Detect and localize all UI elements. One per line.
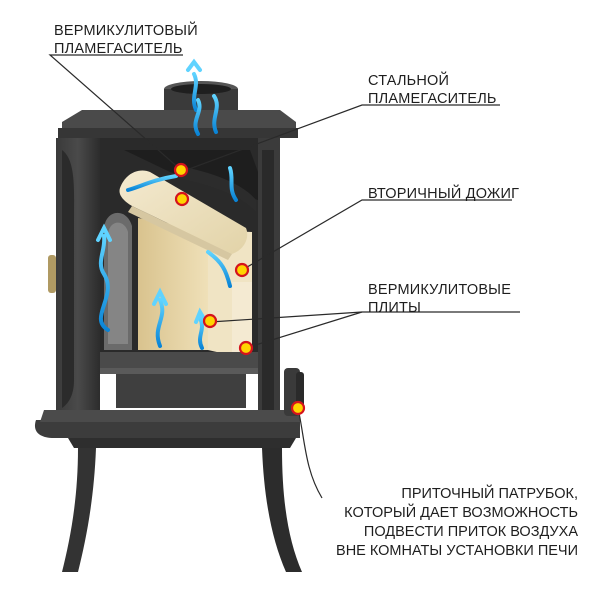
marker-plates-2 [238, 340, 254, 356]
caption-line: ПОДВЕСТИ ПРИТОК ВОЗДУХА [363, 524, 578, 540]
label-line: ВЕРМИКУЛИТОВЫЙ [54, 23, 198, 39]
marker-plates-1 [202, 313, 218, 329]
vermiculite-baffle [119, 170, 248, 260]
caption-line: ПРИТОЧНЫЙ ПАТРУБОК, [401, 486, 578, 502]
label-line: ВЕРМИКУЛИТОВЫЕ [368, 282, 512, 298]
stove-side-panel [48, 138, 100, 420]
caption-line: ВНЕ КОМНАТЫ УСТАНОВКИ ПЕЧИ [336, 543, 578, 559]
caption-line: КОТОРЫЙ ДАЕТ ВОЗМОЖНОСТЬ [344, 505, 578, 521]
stove-right-wall [258, 138, 280, 420]
marker-air-inlet [290, 400, 306, 416]
stove-base [34, 410, 302, 572]
steel-baffle [124, 150, 258, 212]
marker-vermiculite-arrester-2 [174, 191, 190, 207]
label-line: ПЛАМЕГАСИТЕЛЬ [368, 91, 497, 107]
label-air-inlet: ПРИТОЧНЫЙ ПАТРУБОК, КОТОРЫЙ ДАЕТ ВОЗМОЖН… [336, 485, 578, 561]
label-line: СТАЛЬНОЙ [368, 73, 450, 89]
label-vermiculite-arrester: ВЕРМИКУЛИТОВЫЙ ПЛАМЕГАСИТЕЛЬ [54, 22, 198, 58]
label-line: ПЛИТЫ [368, 300, 422, 316]
chimney-collar [164, 81, 238, 113]
label-line: ПЛАМЕГАСИТЕЛЬ [54, 41, 183, 57]
marker-secondary-burn [234, 262, 250, 278]
marker-vermiculite-arrester [173, 162, 189, 178]
label-steel-arrester: СТАЛЬНОЙ ПЛАМЕГАСИТЕЛЬ [368, 72, 497, 108]
label-vermiculite-plates: ВЕРМИКУЛИТОВЫЕ ПЛИТЫ [368, 281, 511, 317]
label-line: ВТОРИЧНЫЙ ДОЖИГ [368, 186, 520, 202]
air-flow-arrows [96, 58, 238, 350]
callout-markers [173, 162, 306, 416]
stove-top-plate [58, 110, 298, 138]
leader-lines [48, 54, 520, 499]
label-secondary-burn: ВТОРИЧНЫЙ ДОЖИГ [368, 185, 519, 203]
